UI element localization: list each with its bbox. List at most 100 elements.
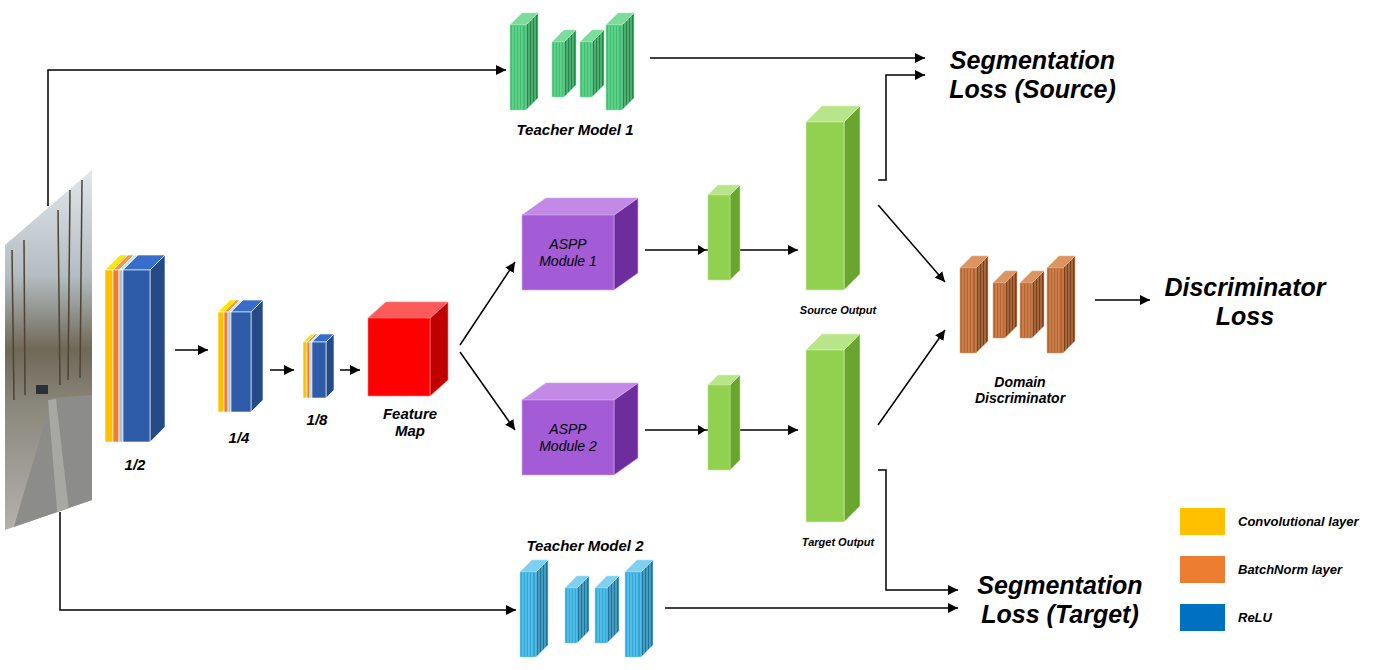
box-front <box>522 215 614 290</box>
box-front <box>307 342 310 398</box>
box-side <box>150 255 165 442</box>
slab-stripe <box>558 43 559 96</box>
box-front <box>520 572 536 657</box>
node-shape <box>798 100 878 318</box>
box-front <box>565 588 577 643</box>
shape-group <box>522 198 638 290</box>
slab-stripe <box>1029 284 1030 337</box>
feature-map: Feature Map <box>360 298 460 441</box>
slab-stripe <box>598 36 599 91</box>
tree-trunk <box>12 250 14 400</box>
legend-label: Convolutional layer <box>1238 514 1359 529</box>
slab-stripe <box>1008 280 1009 335</box>
tree-trunk <box>24 240 25 395</box>
slab-stripe <box>1038 277 1039 332</box>
box-side <box>526 13 538 110</box>
box-top <box>231 300 263 312</box>
shape-group <box>520 560 653 657</box>
box-front <box>303 342 307 398</box>
box-top <box>1047 256 1075 268</box>
node-shape <box>500 10 650 140</box>
slab-stripe <box>613 582 614 637</box>
slab-stripe <box>979 265 980 350</box>
slab-stripe <box>972 269 973 352</box>
shape-group <box>806 334 860 522</box>
slab-stripe <box>969 269 970 352</box>
slab-stripe <box>542 566 543 651</box>
node-label: Segmentation Loss (Target) <box>960 571 1160 629</box>
output-map: Target Output <box>798 328 878 550</box>
loss-label: Segmentation Loss (Source) <box>925 35 1140 115</box>
box-front <box>224 312 228 412</box>
slab-stripe <box>618 26 619 109</box>
slab-stripe <box>963 269 964 352</box>
flow-arrow <box>878 470 958 590</box>
tree-trunk <box>68 190 70 380</box>
slab-stripe <box>535 16 536 101</box>
photo-trees <box>12 180 82 400</box>
slab-top <box>708 185 740 195</box>
box-top <box>595 576 619 588</box>
slab-side <box>730 375 740 470</box>
slab-stripe <box>567 39 568 94</box>
flow-arrow <box>878 330 945 425</box>
slab-stripe <box>1023 284 1024 337</box>
legend-label: ReLU <box>1238 610 1272 625</box>
slab-stripe <box>625 22 626 107</box>
shape-group <box>806 106 860 290</box>
box-top <box>510 13 538 25</box>
flow-arrow <box>460 352 515 430</box>
slab-side <box>730 185 740 280</box>
box-top <box>580 30 604 42</box>
node-shape <box>95 250 175 475</box>
slab-stripe <box>555 43 556 96</box>
node-label: Teacher Model 1 <box>517 121 634 138</box>
slab-stripe <box>1026 284 1027 337</box>
conv-block: 1/4 <box>208 298 270 448</box>
loss-label: Segmentation Loss (Target) <box>958 560 1162 640</box>
slab-stripe <box>589 43 590 96</box>
box-side <box>536 560 548 657</box>
node-label: ASPP Module 1 <box>526 236 610 268</box>
box-front <box>228 312 231 412</box>
slab-stripe <box>1056 269 1057 352</box>
flow-arrow <box>665 607 958 609</box>
box-top <box>960 256 988 268</box>
slab-stripe <box>561 43 562 96</box>
slab-stripe <box>586 43 587 96</box>
domain-discriminator: Domain Discriminator <box>945 250 1095 408</box>
slab-stripe <box>631 573 632 656</box>
box-front <box>105 270 113 442</box>
box-side <box>1063 256 1075 353</box>
slab-stripe <box>522 26 523 109</box>
shape-group <box>105 255 165 442</box>
box-side <box>976 256 988 353</box>
slab-stripe <box>982 262 983 347</box>
box-side <box>844 334 860 522</box>
slab-stripe <box>529 573 530 656</box>
conv-block: 1/2 <box>95 250 175 475</box>
slab-stripe <box>1059 269 1060 352</box>
slab-front <box>708 195 730 280</box>
box-front <box>1047 268 1063 353</box>
node-shape <box>505 535 665 663</box>
photo-car <box>36 385 48 394</box>
slab-stripe <box>966 269 967 352</box>
slab-stripe <box>615 26 616 109</box>
box-side <box>844 106 860 290</box>
slab-stripe <box>999 284 1000 337</box>
node-shape <box>208 298 270 448</box>
box-top <box>552 30 576 42</box>
slab-stripe <box>523 573 524 656</box>
slab-stripe <box>598 589 599 642</box>
node-label: Segmentation Loss (Source) <box>933 46 1133 104</box>
aspp-module: ASPP Module 2 <box>515 380 645 480</box>
aspp-module: ASPP Module 1 <box>515 195 645 295</box>
legend-row: Convolutional layer <box>1180 508 1359 535</box>
box-front <box>806 350 844 522</box>
legend-row: ReLU <box>1180 604 1359 631</box>
slab-stripe <box>1072 259 1073 344</box>
output-map: Source Output <box>798 100 878 318</box>
slab-stripe <box>628 19 629 104</box>
slab-stripe <box>532 573 533 656</box>
